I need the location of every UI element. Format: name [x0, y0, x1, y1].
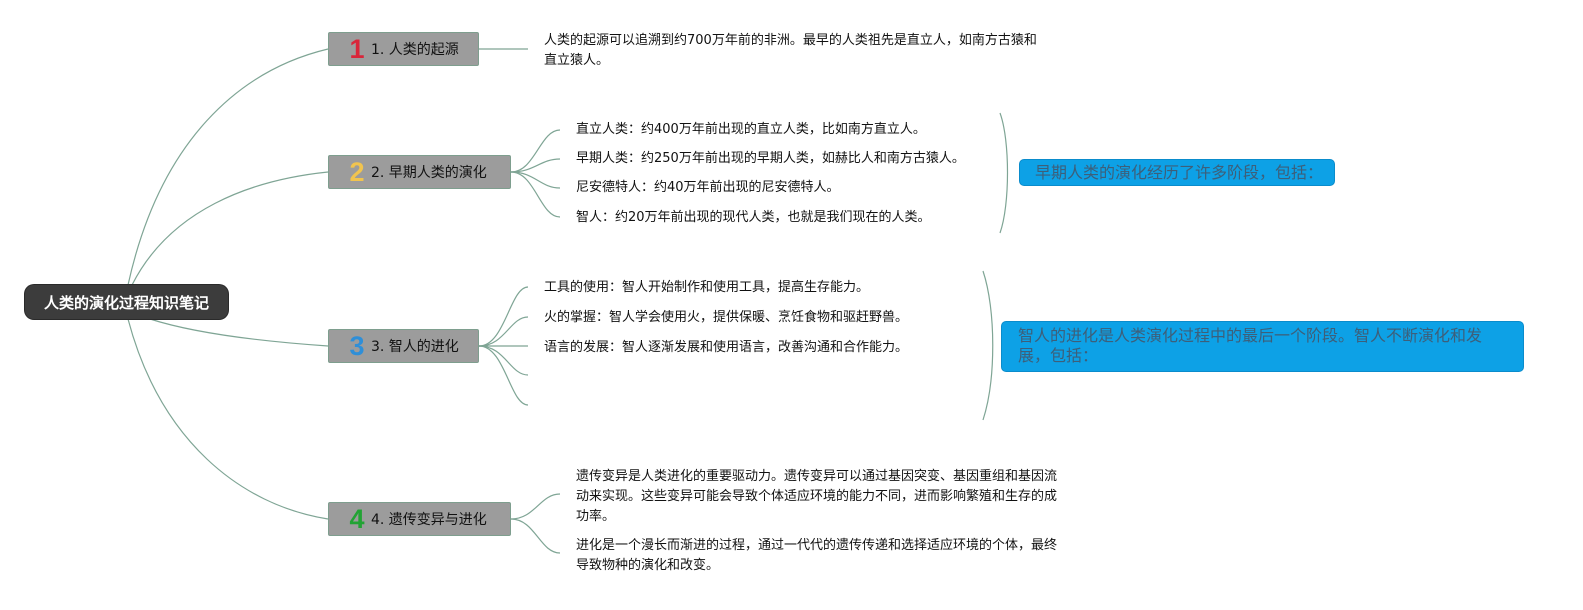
- topic-3-leaf-4[interactable]: [544, 366, 564, 384]
- topic-3-leaf-3[interactable]: 语言的发展：智人逐渐发展和使用语言，改善沟通和合作能力。: [544, 340, 909, 355]
- root-topic[interactable]: 人类的演化过程知识笔记: [25, 285, 228, 319]
- topic-4[interactable]: 4 4. 遗传变异与进化: [328, 502, 511, 536]
- summary-topic-2-label: 早期人类的演化经历了许多阶段，包括：: [1035, 163, 1324, 182]
- summary-topic-2[interactable]: 早期人类的演化经历了许多阶段，包括：: [1019, 159, 1335, 186]
- connector-root-topic-1: [127, 48, 329, 286]
- topic-2-leaf-2[interactable]: 早期人类：约250万年前出现的早期人类，如赫比人和南方古猿人。: [576, 151, 965, 166]
- connector-root-topic-4: [127, 318, 329, 520]
- topic-1-leaf-1[interactable]: 人类的起源可以追溯到约700万年前的非洲。最早的人类祖先是直立人，如南方古猿和直…: [544, 33, 1037, 68]
- connector-topic-4-leaf-1: [510, 493, 561, 520]
- number-2-icon: 2: [349, 157, 365, 187]
- connector-topic-3-leaf-5: [478, 345, 529, 406]
- connector-root-topic-2: [131, 171, 329, 286]
- number-4-icon: 4: [349, 504, 365, 534]
- number-1-icon: 1: [349, 34, 365, 64]
- connector-topic-4-leaf-2: [510, 518, 561, 554]
- connector-topic-2-leaf-4: [510, 171, 561, 218]
- summary-bracket-3: [982, 270, 994, 421]
- topic-2-label: 2. 早期人类的演化: [371, 165, 487, 181]
- topic-2-leaf-3[interactable]: 尼安德特人：约40万年前出现的尼安德特人。: [576, 180, 840, 195]
- topic-3-leaf-2[interactable]: 火的掌握：智人学会使用火，提供保暖、烹饪食物和驱赶野兽。: [544, 310, 909, 325]
- summary-topic-3-label: 智人的进化是人类演化过程中的最后一个阶段。智人不断演化和发展，包括：: [1018, 326, 1483, 365]
- connector-topic-2-leaf-1: [510, 129, 561, 173]
- connector-topic-2-leaf-3: [510, 171, 561, 189]
- topic-3-label: 3. 智人的进化: [371, 339, 459, 355]
- topic-3-leaf-5[interactable]: [544, 395, 564, 413]
- number-3-icon: 3: [349, 331, 365, 361]
- connector-topic-3-leaf-1: [478, 286, 529, 347]
- topic-2-leaf-4[interactable]: 智人：约20万年前出现的现代人类，也就是我们现在的人类。: [576, 210, 931, 225]
- summary-bracket-2: [999, 112, 1009, 234]
- topic-1-label: 1. 人类的起源: [371, 42, 459, 58]
- connector-topic-2-leaf-2: [510, 158, 561, 173]
- topic-4-leaf-2[interactable]: 进化是一个漫长而渐进的过程，通过一代代的遗传传递和选择适应环境的个体，最终导致物…: [576, 538, 1058, 573]
- topic-3-leaf-1[interactable]: 工具的使用：智人开始制作和使用工具，提高生存能力。: [544, 280, 870, 295]
- topic-1[interactable]: 1 1. 人类的起源: [328, 32, 479, 66]
- connector-topic-3-leaf-2: [478, 316, 529, 347]
- connector-root-topic-3: [149, 318, 329, 347]
- root-topic-label: 人类的演化过程知识笔记: [43, 293, 209, 312]
- topic-2[interactable]: 2 2. 早期人类的演化: [328, 155, 511, 189]
- topic-4-label: 4. 遗传变异与进化: [371, 512, 487, 528]
- summary-topic-3[interactable]: 智人的进化是人类演化过程中的最后一个阶段。智人不断演化和发展，包括：: [1001, 321, 1524, 372]
- topic-4-leaf-1[interactable]: 遗传变异是人类进化的重要驱动力。遗传变异可以通过基因突变、基因重组和基因流动来实…: [576, 469, 1058, 524]
- topic-2-leaf-1[interactable]: 直立人类：约400万年前出现的直立人类，比如南方直立人。: [576, 122, 926, 137]
- topic-3[interactable]: 3 3. 智人的进化: [328, 329, 479, 363]
